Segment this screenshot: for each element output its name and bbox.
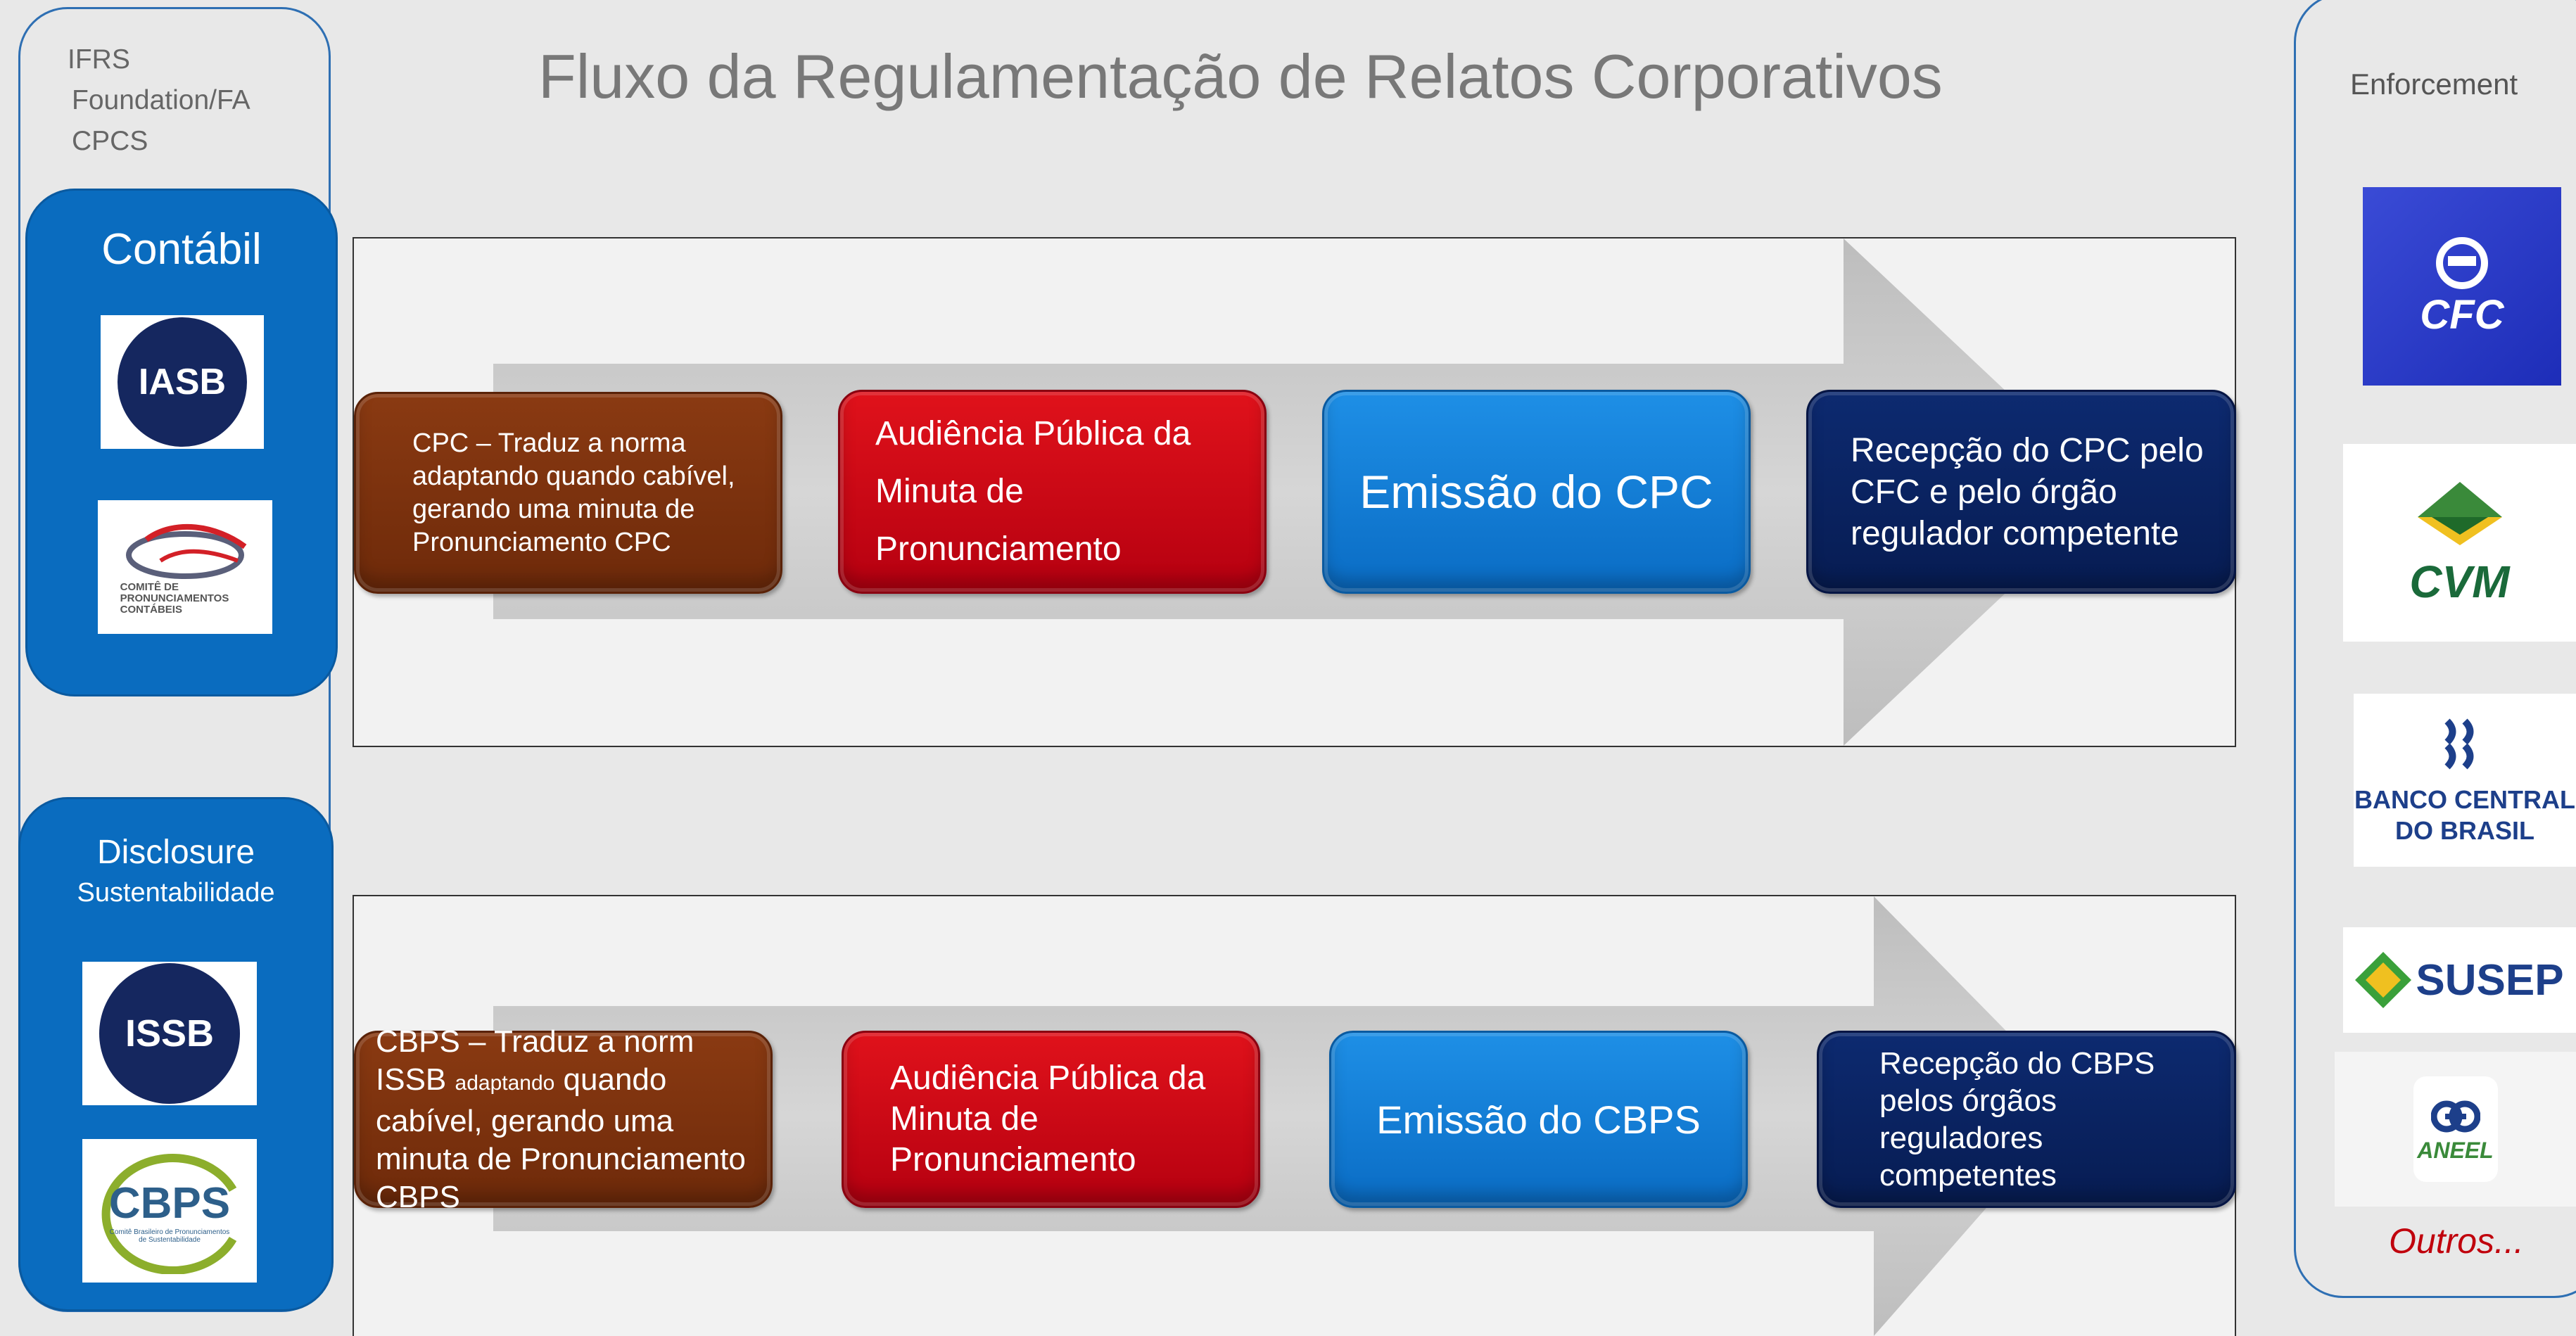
cvm-logo-text: CVM: [2409, 556, 2510, 607]
step-emissao-cpc-text: Emissão do CPC: [1359, 466, 1713, 518]
cpc-swoosh-icon: [126, 523, 247, 579]
cpc-logo-line3: CONTÁBEIS: [120, 604, 182, 616]
flow-arrow-top: [493, 238, 2113, 746]
step-emissao-cbps-text: Emissão do CBPS: [1376, 1097, 1701, 1142]
enforcement-label: Enforcement: [2350, 68, 2518, 101]
disclosure-subtitle: Sustentabilidade: [77, 878, 275, 908]
step-audiencia-publica-top: Audiência Pública da Minuta de Pronuncia…: [838, 390, 1267, 594]
banco-central-emblem-icon: [2444, 718, 2474, 770]
banco-central-line1: BANCO CENTRAL: [2354, 785, 2575, 814]
step-recepcao-cbps-text: Recepção do CBPS pelos órgãos reguladore…: [1879, 1046, 2155, 1192]
step-audiencia-publica-top-text: Audiência Pública da Minuta de Pronuncia…: [875, 415, 1191, 568]
cbps-logo-caption2: de Sustentabilidade: [139, 1235, 201, 1244]
cbps-logo-caption1: Comitê Brasileiro de Pronunciamentos: [109, 1228, 230, 1236]
aneel-logo-text: ANEEL: [2417, 1137, 2494, 1163]
cpc-logo: COMITÊ DE PRONUNCIAMENTOS CONTÁBEIS: [98, 500, 272, 634]
disclosure-group: Disclosure Sustentabilidade ISSB CBPS Co…: [18, 797, 334, 1311]
iasb-logo: IASB: [101, 315, 264, 449]
disclosure-title: Disclosure: [96, 834, 255, 871]
cvm-emblem-icon: [2417, 481, 2502, 545]
aneel-logo: ANEEL: [2335, 1052, 2576, 1207]
step-recepcao-cpc: Recepção do CPC pelo CFC e pelo órgão re…: [1806, 390, 2236, 594]
banco-central-logo: BANCO CENTRAL DO BRASIL: [2354, 694, 2576, 867]
foundation-line-cpcs: CPCS: [72, 126, 148, 156]
cfc-logo-text: CFC: [2420, 291, 2504, 338]
step-cpc-traduz: CPC – Traduz a norma adaptando quando ca…: [354, 392, 782, 594]
step-recepcao-cpc-text: Recepção do CPC pelo CFC e pelo órgão re…: [1851, 431, 2204, 552]
foundation-line-foundation: Foundation/FA: [72, 85, 250, 115]
foundation-line-ifrs: IFRS: [68, 44, 130, 75]
outros-label: Outros...: [2389, 1221, 2524, 1261]
cbps-ring-icon: [101, 1154, 237, 1274]
iasb-logo-text: IASB: [118, 317, 247, 447]
step-cbps-traduz: CBPS – Traduz a norm ISSB adaptando quan…: [354, 1024, 773, 1214]
contabil-title: Contábil: [101, 225, 262, 274]
cfc-logo: CFC: [2363, 187, 2561, 386]
step-audiencia-publica-bottom-text: Audiência Pública da Minuta de Pronuncia…: [890, 1060, 1206, 1178]
cfc-emblem-icon: [2436, 236, 2488, 289]
cvm-logo: CVM: [2343, 444, 2576, 642]
step-cpc-traduz-text: CPC – Traduz a norma adaptando quando ca…: [412, 428, 735, 557]
susep-diamond-icon: [2355, 952, 2412, 1008]
flow-arrow-bottom: [493, 896, 2078, 1336]
step-recepcao-cbps: Recepção do CBPS pelos órgãos reguladore…: [1817, 1031, 2236, 1208]
susep-logo: SUSEP: [2343, 927, 2576, 1033]
step-emissao-cbps: Emissão do CBPS: [1329, 1031, 1748, 1208]
cpc-logo-line2: PRONUNCIAMENTOS: [120, 592, 229, 604]
cbps-logo-text: CBPS: [108, 1178, 231, 1228]
banco-central-line2: DO BRASIL: [2394, 816, 2534, 845]
issb-logo: ISSB: [82, 962, 257, 1105]
page-title: Fluxo da Regulamentação de Relatos Corpo…: [538, 42, 1943, 111]
foundation-label: IFRS Foundation/FA CPCS: [68, 39, 250, 162]
issb-logo-text: ISSB: [99, 963, 240, 1104]
step-audiencia-publica-bottom: Audiência Pública da Minuta de Pronuncia…: [842, 1031, 1260, 1208]
cbps-logo: CBPS Comitê Brasileiro de Pronunciamento…: [82, 1139, 257, 1283]
aneel-emblem-icon: [2430, 1100, 2480, 1132]
step-cbps-traduz-text: CBPS – Traduz a norm ISSB adaptando quan…: [376, 1024, 746, 1214]
step-emissao-cpc: Emissão do CPC: [1322, 390, 1751, 594]
susep-logo-text: SUSEP: [2416, 955, 2564, 1005]
cpc-logo-line1: COMITÊ DE: [120, 581, 179, 593]
contabil-group: Contábil IASB COMITÊ DE PRONUNCIAMENTOS …: [25, 189, 338, 696]
